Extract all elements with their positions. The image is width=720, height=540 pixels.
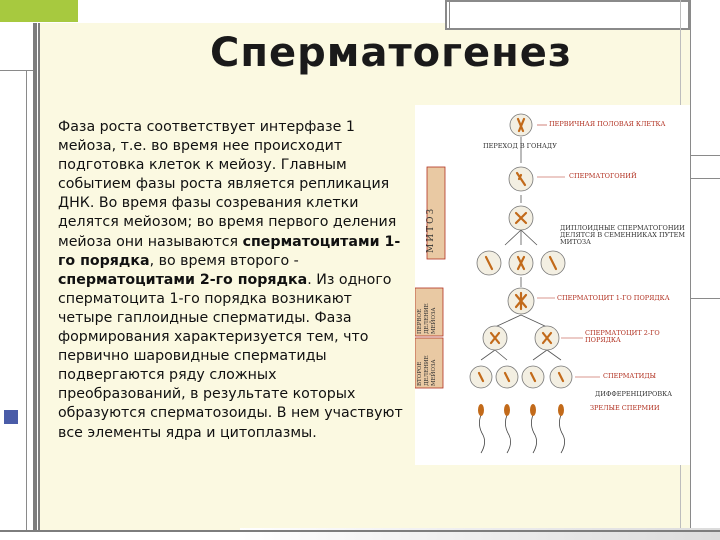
frame-line [26,70,27,530]
green-accent-square [0,0,78,22]
label-to-gonad: Переход в гонаду [483,142,557,150]
paragraph-text: Фаза роста соответствует интерфазе 1 мей… [58,119,397,250]
paragraph-bold-term: сперматоцитами 1-го порядка [58,233,401,269]
frame-line [0,530,720,532]
spermatogenesis-diagram: Первичная половая клетка Переход в гонад… [415,105,690,465]
frame-line [0,70,33,71]
label-spermatogonium: Сперматогоний [569,172,637,180]
label-primary-cell: Первичная половая клетка [549,120,666,128]
label-mitosis: МИТОЗ [426,206,436,253]
slide-title: Сперматогенез [210,30,573,76]
paragraph-bold-term: сперматоцитами 2-го порядка [58,271,308,288]
paragraph-text: . Из одного сперматоцита 1-го порядка во… [58,271,403,441]
label-spermatocyte2: Сперматоцит 2-го порядка [585,329,660,344]
label-mature: Зрелые спермии [590,404,660,412]
paragraph-text: , во время второго - [149,252,299,269]
label-second-division: Второе деление мейоза [417,355,437,386]
frame-line [690,155,720,156]
frame-line [690,178,720,179]
diagram-drawing [415,113,600,454]
left-stripe [33,23,37,530]
frame-line [449,0,450,30]
frame-line [690,298,720,299]
label-first-division: Первое деление мейоза [417,303,437,334]
frame-line [690,0,691,540]
label-diploid: Диплоидные сперматогонии делятся в семен… [560,224,686,246]
top-right-frame [445,0,690,30]
label-spermatocyte1: Сперматоцит 1-го порядка [557,294,670,302]
blue-accent-square [4,410,18,424]
label-differentiation: Дифференцировка [595,390,673,398]
body-paragraph: Фаза роста соответствует интерфазе 1 мей… [58,118,403,443]
right-margin [690,0,720,540]
label-spermatids: Сперматиды [603,372,657,380]
